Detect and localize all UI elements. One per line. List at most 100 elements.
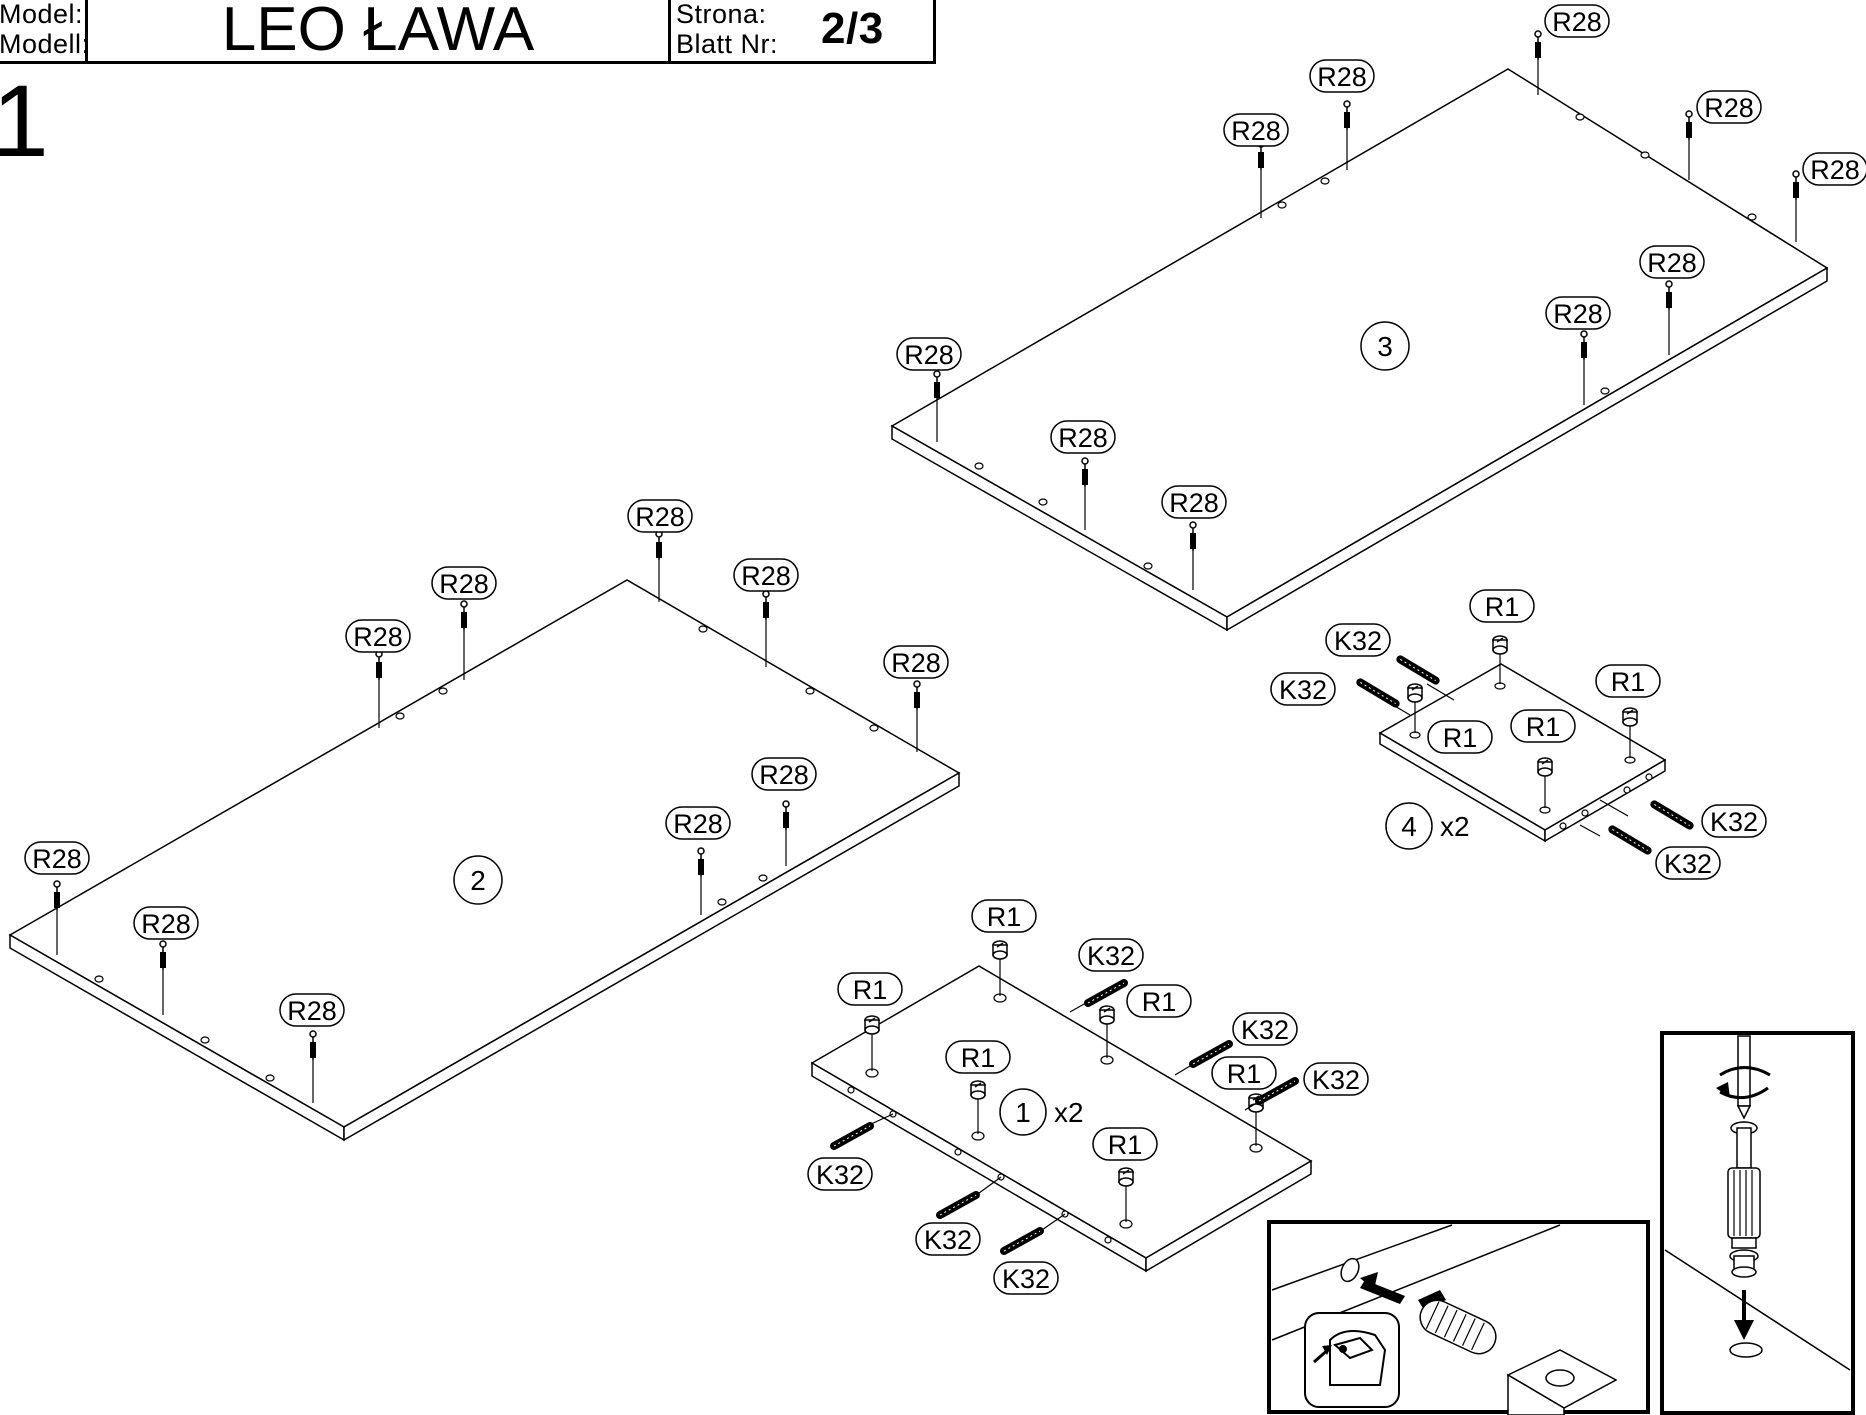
label-r1: R1 bbox=[1595, 664, 1661, 698]
label-r28: R28 bbox=[896, 337, 962, 371]
svg-text:R28: R28 bbox=[635, 502, 685, 532]
svg-text:R28: R28 bbox=[741, 561, 791, 591]
svg-text:R28: R28 bbox=[1058, 423, 1108, 453]
panel-number-3: 3 bbox=[1360, 321, 1410, 371]
label-r28: R28 bbox=[24, 841, 90, 875]
panel-4-qty: x2 bbox=[1440, 811, 1470, 842]
label-k32: K32 bbox=[1232, 1012, 1298, 1046]
label-r28: R28 bbox=[1050, 420, 1116, 454]
panel-3-pins bbox=[933, 30, 1800, 590]
label-r1: R1 bbox=[1211, 1056, 1277, 1090]
svg-text:R28: R28 bbox=[1552, 7, 1602, 37]
label-r28: R28 bbox=[133, 906, 199, 940]
label-k32: K32 bbox=[1270, 672, 1336, 706]
screwdriver-icon bbox=[1736, 1035, 1752, 1120]
svg-text:K32: K32 bbox=[1279, 675, 1327, 705]
svg-text:R28: R28 bbox=[1647, 248, 1697, 278]
svg-text:K32: K32 bbox=[1664, 849, 1712, 879]
svg-text:R1: R1 bbox=[1142, 987, 1177, 1017]
label-k32: K32 bbox=[1325, 623, 1391, 657]
label-r28: R28 bbox=[1309, 59, 1375, 93]
label-r28: R28 bbox=[627, 499, 693, 533]
label-r28: R28 bbox=[1639, 245, 1705, 279]
label-r28: R28 bbox=[733, 558, 799, 592]
label-r28: R28 bbox=[751, 757, 817, 791]
detail-dowel-insertion bbox=[1267, 1220, 1650, 1415]
svg-text:R28: R28 bbox=[904, 340, 954, 370]
label-r28: R28 bbox=[1545, 296, 1611, 330]
label-k32: K32 bbox=[915, 1222, 981, 1256]
svg-text:K32: K32 bbox=[1002, 1264, 1050, 1294]
svg-text:R1: R1 bbox=[987, 902, 1022, 932]
step-number: 1 bbox=[0, 64, 49, 178]
label-r28: R28 bbox=[1223, 113, 1289, 147]
label-r1: R1 bbox=[971, 899, 1037, 933]
panel-number-2: 2 bbox=[453, 855, 503, 905]
label-r1: R1 bbox=[1510, 709, 1576, 743]
label-r28: R28 bbox=[1802, 152, 1866, 186]
label-k32: K32 bbox=[1701, 804, 1767, 838]
svg-text:R1: R1 bbox=[961, 1043, 996, 1073]
hammer-icon bbox=[1304, 1312, 1400, 1408]
label-r28: R28 bbox=[1161, 485, 1227, 519]
label-k32: K32 bbox=[1655, 846, 1721, 880]
label-r1: R1 bbox=[945, 1040, 1011, 1074]
label-k32: K32 bbox=[807, 1157, 873, 1191]
model-label-pl: Model: bbox=[0, 0, 84, 29]
down-arrow-icon bbox=[1734, 1290, 1754, 1340]
panel-number-4: 4 x2 bbox=[1385, 802, 1470, 850]
svg-text:K32: K32 bbox=[924, 1225, 972, 1255]
label-k32: K32 bbox=[1303, 1062, 1369, 1096]
svg-text:R1: R1 bbox=[1108, 1130, 1143, 1160]
svg-text:R1: R1 bbox=[1611, 667, 1646, 697]
page-label-de: Blatt Nr: bbox=[676, 29, 779, 59]
svg-text:R1: R1 bbox=[1443, 723, 1478, 753]
svg-text:K32: K32 bbox=[816, 1160, 864, 1190]
panel-1 bbox=[810, 940, 1313, 1273]
svg-text:R28: R28 bbox=[287, 996, 337, 1026]
label-r28: R28 bbox=[279, 993, 345, 1027]
label-r28: R28 bbox=[1696, 90, 1762, 124]
svg-text:R28: R28 bbox=[1317, 62, 1367, 92]
svg-text:R28: R28 bbox=[1704, 93, 1754, 123]
panel-2 bbox=[8, 579, 961, 1142]
label-r1: R1 bbox=[1427, 720, 1493, 754]
panel-number-3-text: 3 bbox=[1377, 331, 1393, 362]
svg-text:R28: R28 bbox=[1553, 299, 1603, 329]
panel-number-4-text: 4 bbox=[1401, 811, 1417, 842]
dowel-hole-block bbox=[1506, 1349, 1618, 1415]
page-info: Strona: Blatt Nr: 2/3 bbox=[668, 0, 936, 61]
panel-number-1-text: 1 bbox=[1015, 1097, 1031, 1128]
label-r28: R28 bbox=[883, 645, 949, 679]
panel-2-pins bbox=[53, 530, 921, 1103]
svg-text:K32: K32 bbox=[1087, 941, 1135, 971]
svg-text:R28: R28 bbox=[353, 622, 403, 652]
svg-text:K32: K32 bbox=[1312, 1065, 1360, 1095]
rotate-arrow-icon bbox=[1716, 1066, 1771, 1100]
svg-text:R1: R1 bbox=[1485, 592, 1520, 622]
panel-1-qty: x2 bbox=[1054, 1097, 1084, 1128]
svg-text:R28: R28 bbox=[673, 809, 723, 839]
svg-text:R28: R28 bbox=[1810, 155, 1860, 185]
label-r1: R1 bbox=[837, 972, 903, 1006]
label-r1: R1 bbox=[1469, 589, 1535, 623]
label-r28: R28 bbox=[665, 806, 731, 840]
svg-text:R1: R1 bbox=[1526, 712, 1561, 742]
svg-text:K32: K32 bbox=[1241, 1015, 1289, 1045]
svg-text:R28: R28 bbox=[891, 648, 941, 678]
model-label-de: Modell: bbox=[0, 29, 90, 59]
label-k32: K32 bbox=[993, 1261, 1059, 1295]
label-r1: R1 bbox=[1126, 984, 1192, 1018]
label-r28: R28 bbox=[345, 619, 411, 653]
svg-text:K32: K32 bbox=[1710, 807, 1758, 837]
label-r28: R28 bbox=[1544, 4, 1610, 38]
title-block: Model: Modell: LEO ŁAWA Strona: Blatt Nr… bbox=[0, 0, 936, 64]
svg-text:R28: R28 bbox=[32, 844, 82, 874]
svg-text:R28: R28 bbox=[439, 569, 489, 599]
panel-3 bbox=[890, 68, 1829, 632]
svg-text:R28: R28 bbox=[141, 909, 191, 939]
page-label-pl: Strona: bbox=[676, 0, 767, 29]
panel-number-2-text: 2 bbox=[470, 865, 486, 896]
label-k32: K32 bbox=[1078, 938, 1144, 972]
